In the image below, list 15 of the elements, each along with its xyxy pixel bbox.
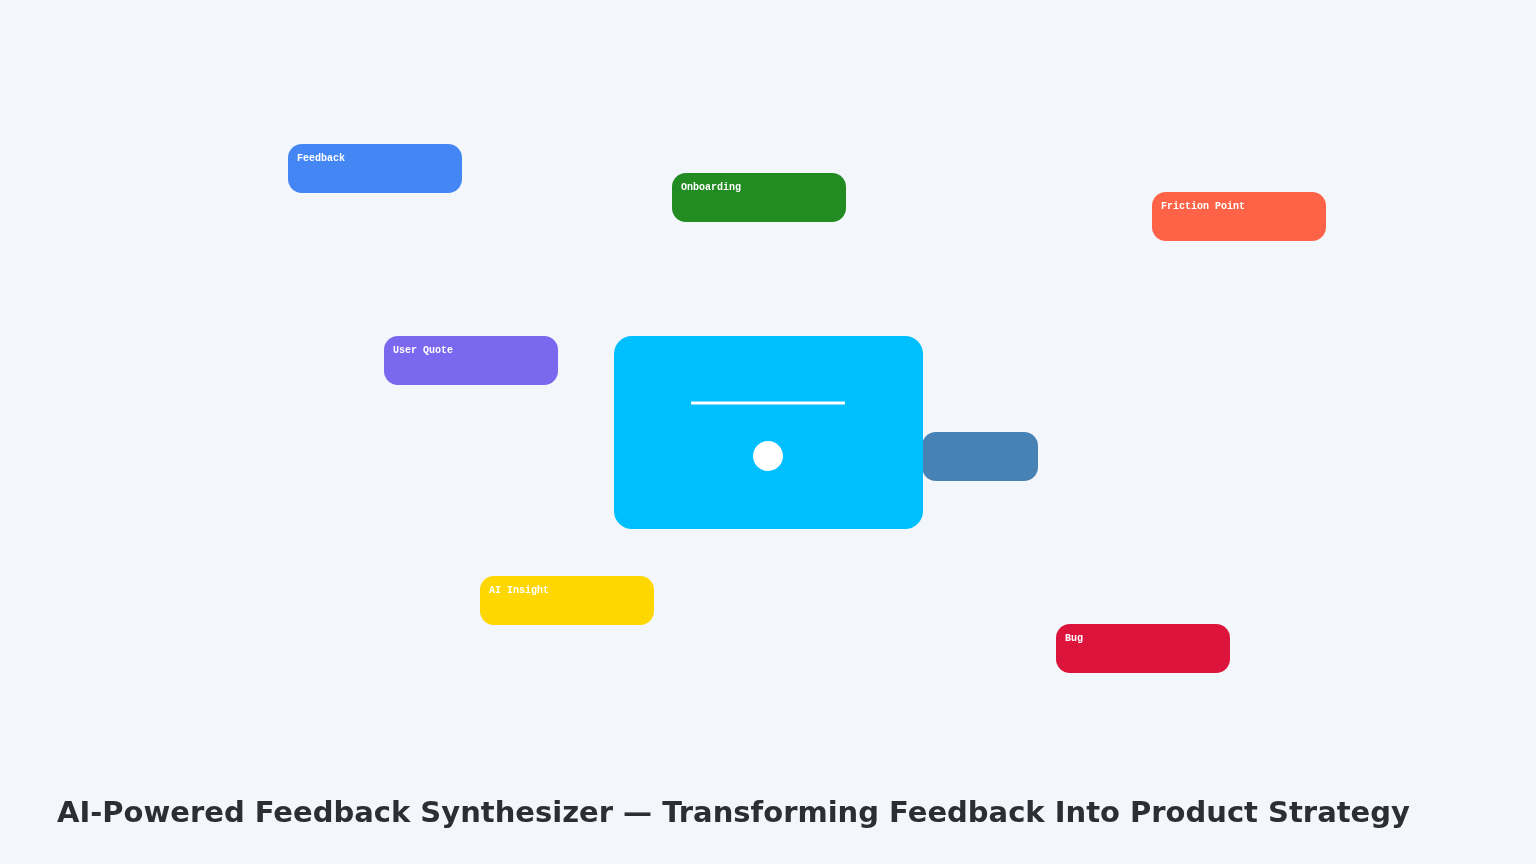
note-card: [288, 144, 462, 193]
note-card: [384, 336, 558, 385]
diagram-title: AI-Powered Feedback Synthesizer — Transforming Feedback Into Product Strategy: [57, 795, 1410, 829]
card-label: Bug: [1065, 633, 1083, 644]
device-panel: [614, 336, 923, 529]
note-card: [1152, 192, 1326, 241]
note-card: [1056, 624, 1230, 673]
note-card: [672, 173, 846, 222]
card-label: Feedback: [297, 153, 345, 164]
side-bar: [922, 432, 1038, 481]
card-label: AI Insight: [489, 585, 549, 596]
card-label: Onboarding: [681, 182, 741, 193]
note-card: [480, 576, 654, 625]
card-label: Friction Point: [1161, 201, 1245, 212]
card-label: User Quote: [393, 345, 453, 356]
